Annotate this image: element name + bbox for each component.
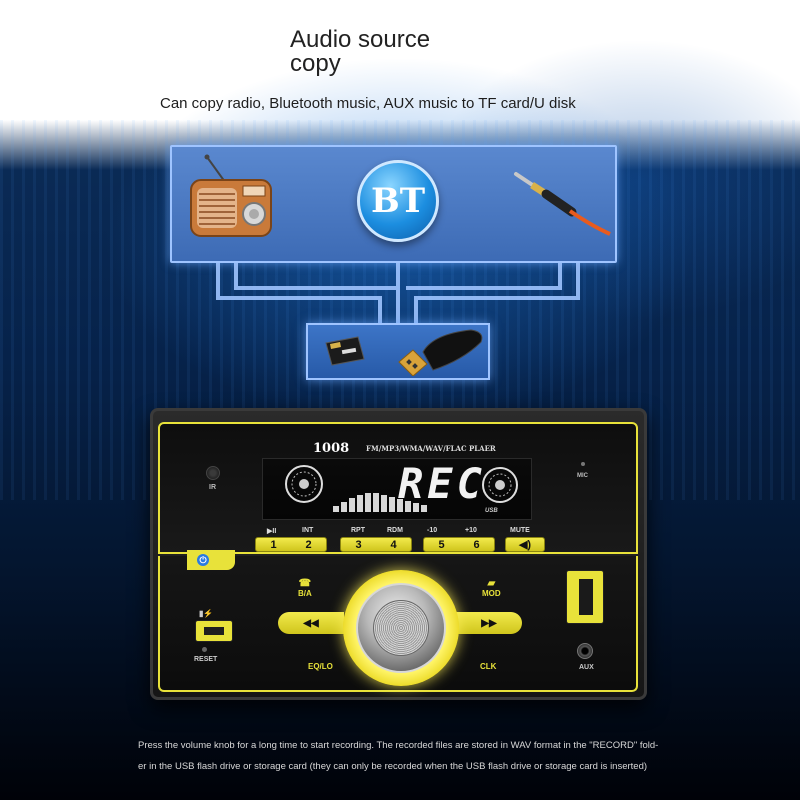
tf-card-icon	[325, 336, 365, 366]
aux-cable-icon	[514, 172, 611, 236]
mute-icon: ◀)	[518, 539, 532, 551]
title-line-1: Audio source	[290, 26, 431, 53]
usb-port[interactable]	[195, 620, 233, 642]
func-rpt: RPT	[351, 527, 365, 534]
caption-line-1: Press the volume knob for a long time to…	[138, 740, 659, 751]
func-mute: MUTE	[510, 527, 530, 534]
preset-3-button[interactable]: 3	[355, 538, 362, 551]
ba-button[interactable]: ☎ B/A	[298, 578, 312, 598]
speaker-graphic-right	[482, 467, 518, 503]
usb-indicator: USB	[485, 508, 498, 514]
ir-sensor	[206, 466, 220, 480]
bluetooth-icon: BT	[357, 160, 439, 242]
clk-button[interactable]: CLK	[480, 662, 496, 671]
title-line-2: copy	[290, 50, 341, 77]
spectrum-bars	[333, 493, 427, 512]
reset-button[interactable]	[202, 647, 207, 652]
preset-6-button[interactable]: 6	[473, 538, 480, 551]
caption-line-2: er in the USB flash drive or storage car…	[138, 761, 648, 772]
ba-label: B/A	[298, 589, 312, 598]
retro-radio-icon	[190, 154, 272, 237]
eq-lo-label: EQ/LO	[308, 662, 333, 671]
func-play-pause: ▶II	[267, 528, 277, 535]
phone-icon: ☎	[298, 578, 312, 589]
clk-label: CLK	[480, 662, 497, 671]
power-button[interactable]: ⏻	[187, 550, 235, 570]
car-icon: ▰	[487, 578, 496, 589]
func-int: INT	[302, 527, 314, 534]
next-icon: ▶▶	[481, 617, 497, 629]
volume-knob-cap[interactable]	[373, 600, 429, 656]
speaker-graphic-left	[285, 465, 323, 503]
supported-formats-label: FM/MP3/WMA/WAV/FLAC PLAER	[366, 444, 496, 453]
reset-label: RESET	[194, 656, 218, 663]
subtitle: Can copy radio, Bluetooth music, AUX mus…	[160, 95, 576, 112]
aux-jack[interactable]	[577, 643, 593, 659]
preset-5-button[interactable]: 5	[438, 538, 445, 551]
eq-lo-button[interactable]: EQ/LO	[308, 662, 333, 671]
power-icon: ⏻	[197, 554, 209, 566]
func-minus10: -10	[427, 527, 438, 534]
model-label: 1008	[313, 441, 350, 456]
mod-button[interactable]: ▰ MOD	[482, 578, 501, 598]
tf-card-slot[interactable]	[566, 570, 604, 624]
preset-4-button[interactable]: 4	[390, 538, 397, 551]
previous-track-button[interactable]: ◀◀	[278, 612, 344, 634]
aux-label: AUX	[579, 664, 594, 671]
mod-label: MOD	[482, 589, 501, 598]
preset-1-button[interactable]: 1	[270, 538, 277, 551]
func-plus10: +10	[465, 527, 477, 534]
display-rec-text: REC	[398, 459, 486, 508]
preset-2-button[interactable]: 2	[305, 538, 312, 551]
mic-icon	[581, 462, 585, 466]
preset-group-3-4: 3 4	[340, 537, 412, 552]
page-title: Audio source copy	[290, 28, 430, 76]
next-track-button[interactable]: ▶▶	[456, 612, 522, 634]
mic-label: MIC	[577, 473, 588, 479]
func-rdm: RDM	[387, 527, 403, 534]
quick-charge-icon: ▮⚡	[199, 609, 214, 618]
ir-label: IR	[209, 484, 216, 491]
mute-button[interactable]: ◀)	[505, 537, 545, 552]
preset-group-5-6: 5 6	[423, 537, 495, 552]
preset-group-1-2: 1 2	[255, 537, 327, 552]
usb-flash-drive-icon	[398, 329, 483, 376]
previous-icon: ◀◀	[303, 617, 319, 629]
